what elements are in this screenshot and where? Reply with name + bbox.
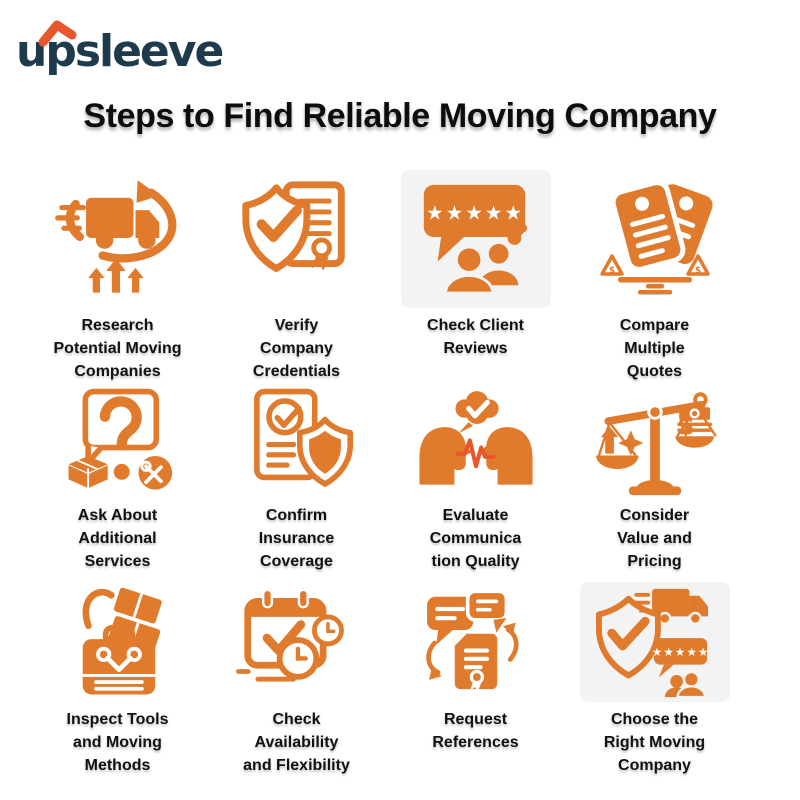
svg-text:$: $ [694, 266, 700, 276]
svg-text:★★★★★: ★★★★★ [651, 645, 709, 659]
step-card-reviews: ★★★★★ Check Client Reviews [386, 170, 565, 386]
roof-caret-icon [38, 20, 77, 47]
step-card-research: Research Potential Moving Companies [28, 170, 207, 386]
step-card-availability: Check Availability and Flexibility [207, 582, 386, 800]
step-caption: Evaluate Communica tion Quality [429, 507, 522, 570]
step-caption: Request References [432, 711, 519, 751]
heads-conversation-icon [396, 386, 556, 498]
step-caption: Check Client Reviews [427, 317, 524, 357]
moving-truck-research-icon [43, 170, 193, 308]
step-caption: Compare Multiple Quotes [619, 317, 690, 380]
step-card-quotes: $ $ Compare Multiple Quotes [565, 170, 744, 386]
step-caption: Verify Company Credentials [252, 317, 341, 380]
step-card-communication: Evaluate Communica tion Quality [386, 386, 565, 582]
shield-certificate-icon [222, 170, 372, 308]
calendar-clock-icon [222, 582, 372, 702]
svg-text:$: $ [677, 411, 694, 440]
step-caption: Check Availability and Flexibility [243, 711, 350, 774]
svg-text:★★★★★: ★★★★★ [425, 201, 523, 224]
toolbox-dolly-icon [43, 582, 193, 702]
chat-document-exchange-icon [401, 582, 551, 702]
page-title: Steps to Find Reliable Moving Company [83, 97, 717, 135]
step-caption: Choose the Right Moving Company [603, 711, 706, 774]
svg-text:$: $ [608, 266, 614, 276]
step-caption: Inspect Tools and Moving Methods [66, 711, 169, 774]
step-caption: Ask About Additional Services [77, 507, 158, 570]
step-card-tools: Inspect Tools and Moving Methods [28, 582, 207, 800]
step-card-services: Ask About Additional Services [28, 386, 207, 582]
shield-truck-review-icon: ★★★★★ [579, 582, 730, 702]
steps-grid: Research Potential Moving Companies [28, 170, 744, 800]
balance-money-icon: $ [575, 386, 735, 498]
price-tags-scale-icon: $ $ [580, 170, 730, 308]
step-caption: Research Potential Moving Companies [53, 317, 182, 380]
step-card-choose: ★★★★★ Choose the Right Moving Company [565, 582, 744, 800]
step-caption: Confirm Insurance Coverage [258, 507, 335, 570]
step-caption: Consider Value and Pricing [617, 507, 692, 570]
step-card-pricing: $ Consider Value and Pricing [565, 386, 744, 582]
review-stars-people-icon: ★★★★★ [400, 170, 551, 308]
question-box-tools-icon [38, 386, 198, 498]
step-card-insurance: Confirm Insurance Coverage [207, 386, 386, 582]
upsleeve-logo: upsleeve [16, 12, 224, 92]
step-card-credentials: Verify Company Credentials [207, 170, 386, 386]
document-shield-icon [217, 386, 377, 498]
step-card-references: Request References [386, 582, 565, 800]
